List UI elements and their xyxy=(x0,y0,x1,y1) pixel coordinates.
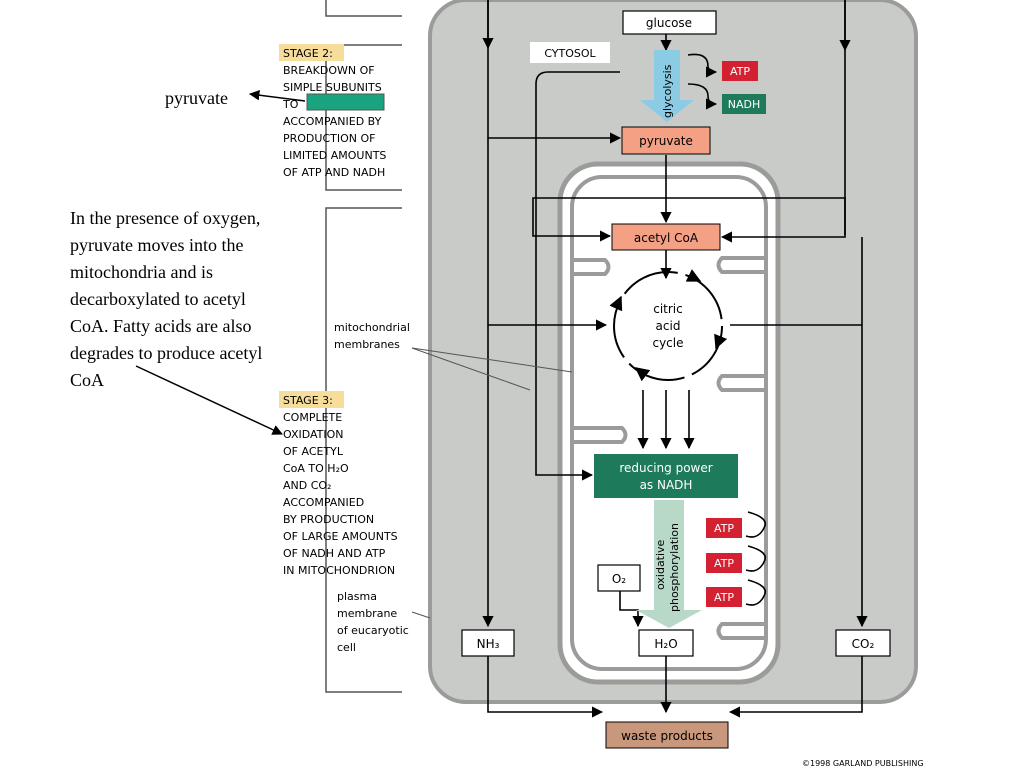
oxygen-note: In the presence of oxygen, pyruvate move… xyxy=(70,208,262,390)
svg-text:plasma: plasma xyxy=(337,590,377,603)
svg-text:ATP: ATP xyxy=(714,522,734,535)
svg-text:of eucaryotic: of eucaryotic xyxy=(337,624,409,637)
svg-text:decarboxylated to acetyl: decarboxylated to acetyl xyxy=(70,289,246,309)
pathway-arrows xyxy=(482,0,868,718)
glycolysis-arrow xyxy=(640,50,694,122)
atp-box-glycolysis: ATP xyxy=(722,61,758,81)
svg-text:O₂: O₂ xyxy=(612,572,626,586)
svg-text:cycle: cycle xyxy=(652,336,683,350)
svg-text:In the presence of oxygen,: In the presence of oxygen, xyxy=(70,208,260,228)
svg-text:CO₂: CO₂ xyxy=(852,637,875,651)
oxphos-label-2: phosphorylation xyxy=(668,523,681,612)
pyruvate-annotation: pyruvate xyxy=(165,88,228,108)
atp-box-oxphos-2: ATP xyxy=(706,553,742,573)
blank-answer-box xyxy=(306,93,385,111)
svg-text:OF NADH AND ATP: OF NADH AND ATP xyxy=(283,547,386,560)
svg-text:OXIDATION: OXIDATION xyxy=(283,428,344,441)
oxygen-note-arrow xyxy=(135,365,283,435)
svg-text:BY PRODUCTION: BY PRODUCTION xyxy=(283,513,374,526)
svg-text:CoA. Fatty acids are also: CoA. Fatty acids are also xyxy=(70,316,251,336)
nadh-box-glycolysis: NADH xyxy=(722,94,766,114)
svg-text:CYTOSOL: CYTOSOL xyxy=(544,47,596,60)
mitochondrial-membranes-label: mitochondrial membranes xyxy=(334,321,410,351)
svg-text:IN MITOCHONDRION: IN MITOCHONDRION xyxy=(283,564,395,577)
citric-acid-cycle-ring xyxy=(609,269,728,382)
svg-text:acid: acid xyxy=(656,319,681,333)
svg-text:membranes: membranes xyxy=(334,338,400,351)
svg-text:membrane: membrane xyxy=(337,607,397,620)
oxphos-arrow xyxy=(636,500,702,628)
svg-text:ACCOMPANIED BY: ACCOMPANIED BY xyxy=(283,115,382,128)
svg-text:H₂O: H₂O xyxy=(654,637,677,651)
svg-text:PRODUCTION OF: PRODUCTION OF xyxy=(283,132,375,145)
svg-text:LIMITED AMOUNTS: LIMITED AMOUNTS xyxy=(283,149,386,162)
glycolysis-label: glycolysis xyxy=(661,64,674,118)
svg-text:STAGE 2:: STAGE 2: xyxy=(283,47,333,60)
svg-text:OF ACETYL: OF ACETYL xyxy=(283,445,344,458)
svg-text:SIMPLE SUBUNITS: SIMPLE SUBUNITS xyxy=(283,81,382,94)
nh3-box: NH₃ xyxy=(461,629,515,657)
atp-box-oxphos-3: ATP xyxy=(706,587,742,607)
svg-text:mitochondrial: mitochondrial xyxy=(334,321,410,334)
svg-text:NH₃: NH₃ xyxy=(477,637,500,651)
svg-text:as NADH: as NADH xyxy=(640,478,693,492)
membrane-pointers xyxy=(411,347,573,619)
svg-text:ATP: ATP xyxy=(714,591,734,604)
svg-text:AND CO₂: AND CO₂ xyxy=(283,479,331,492)
co2-box: CO₂ xyxy=(835,629,891,657)
stage-brackets xyxy=(325,0,402,693)
svg-text:BREAKDOWN OF: BREAKDOWN OF xyxy=(283,64,375,77)
o2-box: O₂ xyxy=(597,564,641,592)
oxphos-label-1: oxidative xyxy=(654,539,667,590)
svg-text:cell: cell xyxy=(337,641,356,654)
glucose-box: glucose xyxy=(622,10,717,35)
pyruvate-annotation-arrow xyxy=(248,89,306,102)
h2o-box: H₂O xyxy=(638,629,694,657)
svg-text:pyruvate: pyruvate xyxy=(639,134,693,148)
svg-text:ATP: ATP xyxy=(714,557,734,570)
waste-products-box: waste products xyxy=(605,721,729,749)
plasma-membrane-label: plasma membrane of eucaryotic cell xyxy=(337,590,409,654)
svg-text:ATP: ATP xyxy=(730,65,750,78)
reducing-power-box: reducing power as NADH xyxy=(594,454,738,498)
svg-text:COMPLETE: COMPLETE xyxy=(283,411,342,424)
svg-text:OF LARGE AMOUNTS: OF LARGE AMOUNTS xyxy=(283,530,398,543)
stage3-text: STAGE 3: COMPLETE OXIDATION OF ACETYL Co… xyxy=(279,391,398,577)
svg-text:acetyl CoA: acetyl CoA xyxy=(634,231,699,245)
svg-text:citric: citric xyxy=(653,302,683,316)
stage2-text: STAGE 2: BREAKDOWN OF SIMPLE SUBUNITS TO… xyxy=(279,44,386,179)
svg-text:degrades to produce acetyl: degrades to produce acetyl xyxy=(70,343,262,363)
svg-text:CoA: CoA xyxy=(70,370,104,390)
svg-text:ACCOMPANIED: ACCOMPANIED xyxy=(283,496,364,509)
svg-text:OF ATP AND NADH: OF ATP AND NADH xyxy=(283,166,385,179)
atp-box-oxphos-1: ATP xyxy=(706,518,742,538)
svg-text:waste products: waste products xyxy=(621,729,713,743)
svg-text:mitochondria and is: mitochondria and is xyxy=(70,262,213,282)
svg-text:CoA TO H₂O: CoA TO H₂O xyxy=(283,462,349,475)
citric-acid-cycle-label: citric acid cycle xyxy=(652,302,683,350)
svg-text:reducing power: reducing power xyxy=(619,461,712,475)
svg-text:STAGE 3:: STAGE 3: xyxy=(283,394,333,407)
svg-text:TO: TO xyxy=(282,98,299,111)
acetyl-coa-box: acetyl CoA xyxy=(611,223,721,251)
svg-text:pyruvate moves into the: pyruvate moves into the xyxy=(70,235,243,255)
cytosol-label-box: CYTOSOL xyxy=(530,42,610,63)
copyright: ©1998 GARLAND PUBLISHING xyxy=(802,759,924,768)
pyruvate-box: pyruvate xyxy=(621,126,711,155)
svg-text:NADH: NADH xyxy=(728,98,761,111)
svg-text:glucose: glucose xyxy=(646,16,692,30)
